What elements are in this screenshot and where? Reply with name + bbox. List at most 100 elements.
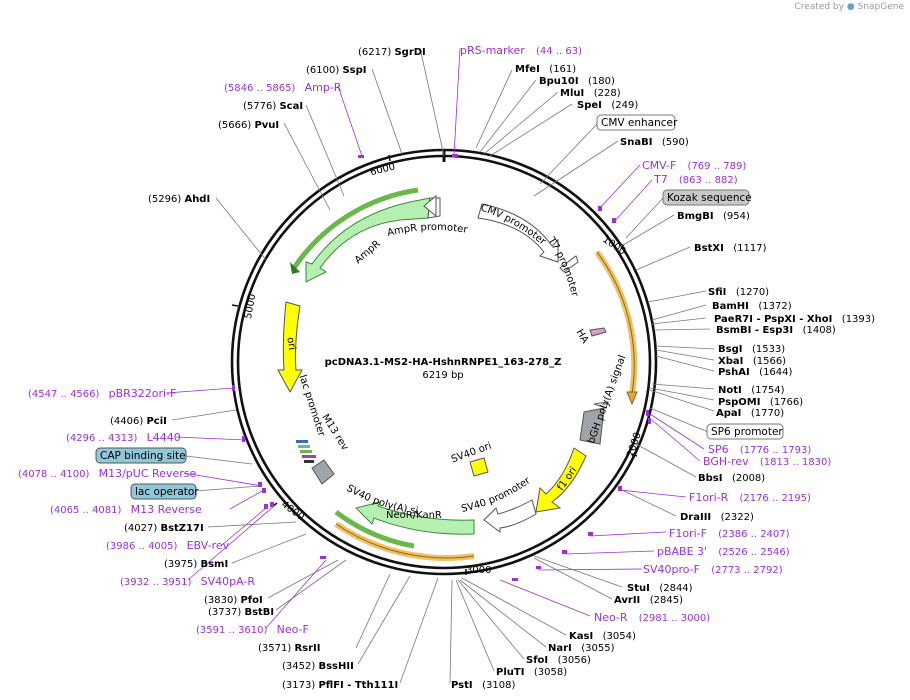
- label-ampr: AmpR: [353, 238, 383, 266]
- ampr-backbone-arc: [291, 187, 419, 270]
- label-ampr-promoter: AmpR promoter: [386, 222, 469, 239]
- site-pfoi: (3830) PfoI: [204, 595, 263, 606]
- label-neor-kanr: NeoR/KanR: [386, 510, 442, 521]
- sp6-promoter-box: [706, 423, 784, 440]
- site-paer7i: PaeR7I - PspXI - XhoI (1393): [714, 314, 875, 325]
- site-bsshii: (3452) BssHII: [282, 661, 354, 672]
- lac-operator-label: lac operator: [135, 486, 199, 498]
- tick-label-2000: 2000: [625, 431, 643, 459]
- site-bsmbi: BsmBI - Esp3I (1408): [716, 325, 836, 336]
- ha-feature: [589, 327, 607, 337]
- neor-kanr-feature: [355, 501, 475, 535]
- kozak-box: [662, 189, 750, 206]
- site-draiii: DraIII (2322): [680, 512, 754, 523]
- primer-l4440: (4296 .. 4313) L4440: [66, 431, 181, 444]
- primer-connectors: [165, 47, 705, 629]
- site-pshai: PshAI (1644): [718, 367, 793, 378]
- label-t7-promoter: T7 promoter: [545, 235, 580, 299]
- primer-neo-r: Neo-R (2981 .. 3000): [594, 611, 710, 624]
- kozak-label: Kozak sequence: [667, 192, 752, 204]
- site-pflfi: (3173) PflFI - Tth111I: [282, 680, 398, 691]
- site-pvui: (5666) PvuI: [218, 120, 279, 131]
- sv40-ori-feature: [469, 457, 489, 477]
- site-labels: (6217) SgrDI MfeI (161) Bpu10I (180) Mlu…: [110, 47, 875, 691]
- bgh-polya-feature: [579, 407, 605, 445]
- primer-pbabe3: pBABE 3' (2526 .. 2546): [657, 545, 790, 558]
- tick-label-6000: 6000: [369, 161, 396, 178]
- sv40-polya-feature: [311, 459, 335, 485]
- sv40-promoter-feature: [483, 499, 537, 533]
- site-bsgi: BsgI (1533): [718, 344, 785, 355]
- primer-amp-r: (5846 .. 5865) Amp-R: [224, 81, 342, 94]
- primer-t7: T7 (863 .. 882): [653, 173, 738, 186]
- site-sfii: SfiI (1270): [708, 287, 769, 298]
- credit-prefix: Created by: [794, 2, 844, 12]
- credit: Created by ● SnapGene: [794, 2, 904, 12]
- site-snabi: SnaBI (590): [620, 137, 689, 148]
- site-bstbi: (3737) BstBI: [208, 607, 274, 618]
- site-pcii: (4406) PciI: [110, 416, 167, 427]
- primer-sv40pa-r: (3932 .. 3951) SV40pA-R: [120, 575, 255, 588]
- site-psti: PstI (3108): [451, 680, 515, 691]
- label-ori: ori: [284, 336, 297, 351]
- lac-operator-box: [130, 483, 197, 500]
- tick-marks: [231, 154, 638, 575]
- primer-m13-reverse: (4065 .. 4081) M13 Reverse: [50, 503, 202, 516]
- site-connectors: [171, 47, 715, 684]
- cmv-enhancer-box: [596, 114, 676, 131]
- site-pluti: PluTI (3058): [496, 667, 567, 678]
- site-bstz17i: (4027) BstZ17I: [124, 523, 204, 534]
- primer-neo-f: (3591 .. 3610) Neo-F: [196, 623, 309, 636]
- label-cmv-promoter: CMV promoter: [479, 202, 548, 248]
- tick-label-1000: 1000: [600, 234, 627, 257]
- primer-sp6: SP6 (1776 .. 1793): [708, 443, 811, 456]
- site-sgrdi: (6217) SgrDI: [358, 47, 426, 58]
- ampr-feature: [305, 197, 431, 283]
- plasmid-length: 6219 bp: [422, 370, 463, 381]
- primer-cmv-f: CMV-F (769 .. 789): [642, 159, 746, 172]
- cds-arrow-head: [626, 391, 638, 406]
- site-rsrii: (3571) RsrII: [258, 643, 320, 654]
- site-kasi: KasI (3054): [569, 631, 636, 642]
- label-bgh-polya: bGH poly(A) signal: [586, 354, 628, 445]
- primer-m13-puc-reverse: (4078 .. 4100) M13/pUC Reverse: [18, 467, 196, 480]
- site-bstxi: BstXI (1117): [694, 243, 767, 254]
- site-mfei: MfeI (161): [515, 64, 576, 75]
- primer-prs-marker: pRS-marker (44 .. 63): [460, 44, 582, 57]
- primer-sv40pro-f: SV40pro-F (2773 .. 2792): [643, 563, 783, 576]
- neo-backbone-arc: [334, 510, 415, 549]
- site-bsmi: (3975) BsmI: [164, 559, 228, 570]
- site-sspi: (6100) SspI: [306, 65, 367, 76]
- site-apai: ApaI (1770): [716, 408, 784, 419]
- site-bamhi: BamHI (1372): [712, 301, 792, 312]
- cap-binding-box: [95, 447, 187, 464]
- cmv-promoter-feature: [477, 203, 559, 263]
- sp6-promoter-label: SP6 promoter: [711, 426, 783, 438]
- primer-f1ori-f: F1ori-F (2386 .. 2407): [669, 527, 790, 540]
- site-bmgbi: BmgBI (954): [677, 211, 750, 222]
- boxed-feature-labels: CMV enhancer Kozak sequence SP6 promoter…: [95, 114, 784, 500]
- cap-binding-label: CAP binding site: [100, 450, 186, 462]
- site-spei: SpeI (249): [577, 100, 638, 111]
- tick-label-5000: 5000: [243, 293, 258, 320]
- cmv-enhancer-label: CMV enhancer: [601, 117, 678, 129]
- site-bpu10i: Bpu10I (180): [539, 76, 615, 87]
- primer-marks: [232, 154, 651, 581]
- site-sfoi: SfoI (3056): [526, 655, 591, 666]
- label-ha: HA: [574, 328, 591, 346]
- t7-promoter-feature: [559, 255, 579, 273]
- snapgene-icon: ●: [846, 2, 855, 12]
- site-stui: StuI (2844): [627, 583, 693, 594]
- site-xbai: XbaI (1566): [718, 356, 786, 367]
- f1-ori-feature: [535, 447, 587, 513]
- primer-labels: pRS-marker (44 .. 63) (5846 .. 5865) Amp…: [18, 44, 831, 636]
- primer-ebv-rev: (3986 .. 4005) EBV-rev: [106, 539, 230, 552]
- site-ahdi: (5296) AhdI: [148, 194, 210, 205]
- plasmid-name: pcDNA3.1-MS2-HA-HshnRNPE1_163-278_Z: [325, 357, 562, 368]
- primer-pbr322ori-f: (4547 .. 4566) pBR322ori-F: [28, 387, 176, 400]
- site-pspomi: PspOMI (1766): [718, 397, 803, 408]
- credit-brand: SnapGene: [857, 2, 904, 12]
- site-scai: (5776) ScaI: [243, 101, 303, 112]
